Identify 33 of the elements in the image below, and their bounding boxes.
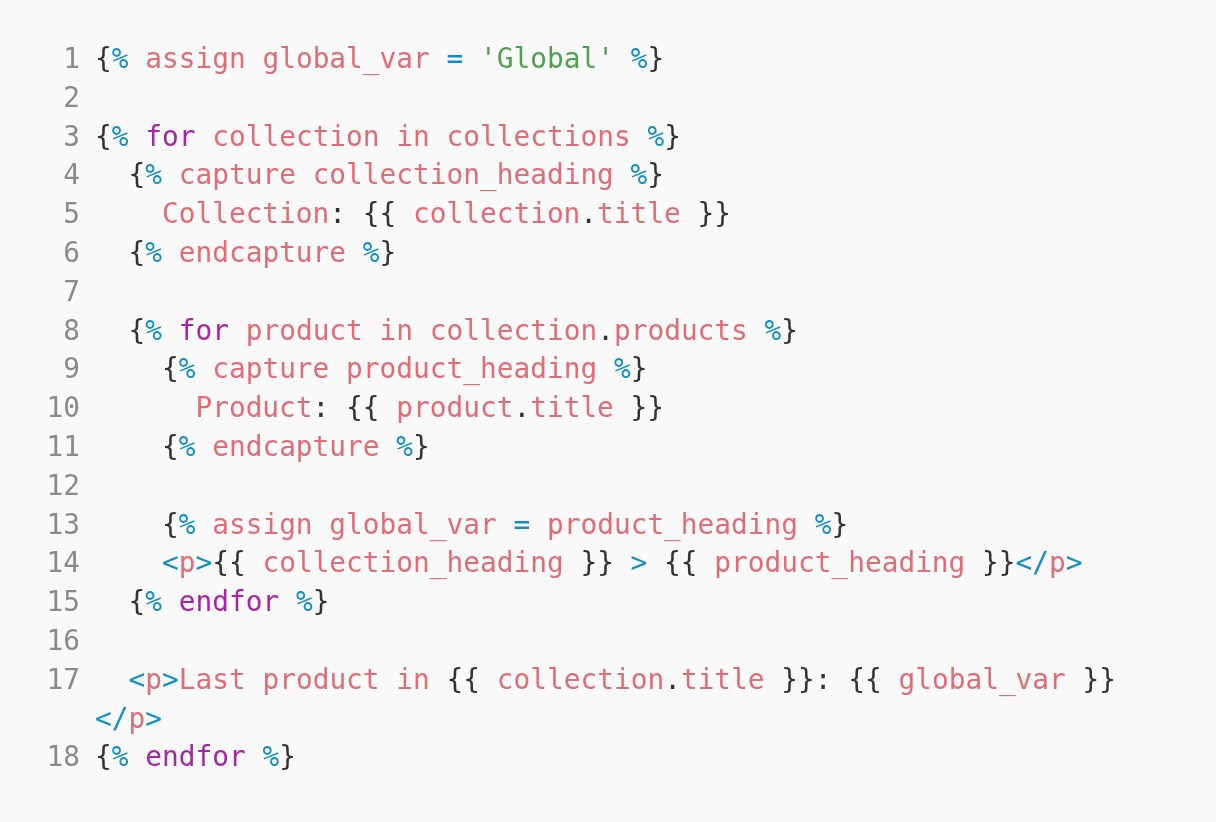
line-number: 17 [45,661,80,698]
code-line: Collection: {{ collection.title }} [160,196,731,233]
line-number: 12 [45,467,80,504]
line-number: 18 [45,739,80,776]
line-number: 2 [62,79,80,116]
line-number: 5 [62,196,80,233]
code-line: </p> [95,700,162,737]
line-number: 7 [62,273,80,310]
line-number: 10 [45,390,80,427]
line-number: 6 [62,235,80,271]
line-number: 3 [62,118,80,155]
line-number: 13 [45,506,80,543]
line-number: 11 [45,428,80,465]
code-line: {% for collection in collections %} [95,118,681,155]
code-line: {% capture collection_heading %} [127,157,665,194]
line-number: 16 [45,622,80,659]
line-number: 14 [45,545,80,582]
line-number: 4 [62,157,80,194]
code-line: {% endcapture %} [127,235,397,271]
code-line: {% assign global_var = 'Global' %} [95,41,665,77]
code-line: {% endfor %} [127,584,330,621]
line-number: 15 [45,584,80,621]
code-line: {% endfor %} [95,739,296,776]
line-number: 8 [62,312,80,349]
code-line: {% endcapture %} [160,428,430,465]
code-line: <p>Last product in {{ collection.title }}: {{ global_var }} [127,661,1117,698]
code-line: <p>{{ collection_heading }} > {{ product_heading }}</p> [160,545,1083,582]
code-line: {% assign global_var = product_heading %} [160,506,849,543]
line-number: 1 [62,41,80,77]
line-number: 9 [62,351,80,388]
code-line: {% capture product_heading %} [160,351,648,388]
code-line: Product: {{ product.title }} [194,390,665,427]
code-line: {% for product in collection.products %} [127,312,799,349]
